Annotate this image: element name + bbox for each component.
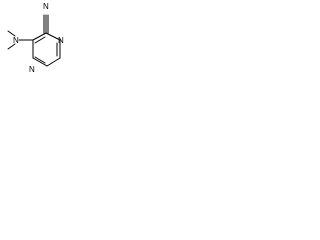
methyl-bond-2 [7, 43, 16, 50]
methyl-bond-1 [7, 30, 16, 37]
ring-n-bottom-label: N [29, 65, 35, 74]
ring-bond-top-right [45, 32, 61, 41]
molecule-drawing: N N N N [7, 2, 64, 74]
ring-n-top-label: N [58, 36, 64, 45]
ring-bond-top-left-inner [34, 36, 46, 44]
nitrile-n-label: N [43, 2, 49, 11]
ring-bond-bottom-left-inner [34, 56, 46, 64]
ring-bond-bottom-left [32, 57, 48, 67]
ring-bond-bottom-right [46, 57, 61, 67]
structure-diagram: N N N N [0, 0, 78, 83]
amine-n-label: N [13, 36, 19, 45]
ring-bond-top-left [32, 32, 47, 41]
